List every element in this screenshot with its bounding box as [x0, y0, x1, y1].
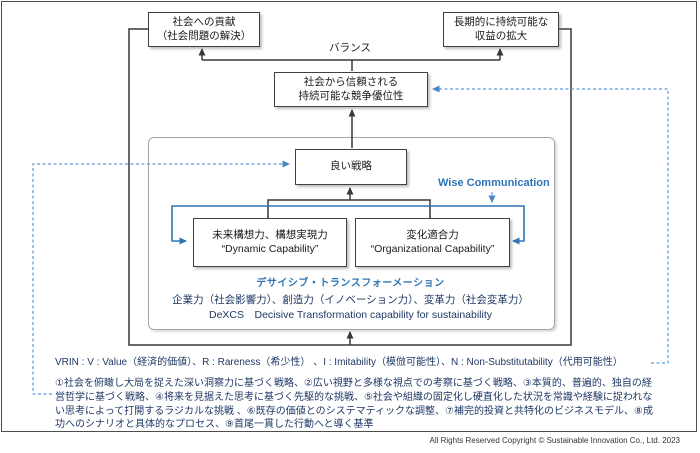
box-trusted-advantage-line2: 持続可能な競争優位性	[298, 89, 404, 102]
capability-bracket	[267, 199, 431, 218]
notes-to-strategy-dashed	[32, 160, 290, 395]
box-dynamic-capability-line1: 未来構想力、構想実現力	[212, 228, 328, 241]
decisive-transformation-forces: 企業力（社会影響力）、創造力（イノベーション力）、変革力（社会変革力）	[172, 294, 529, 306]
box-social-contribution-line1: 社会への貢献	[172, 15, 236, 28]
box-social-contribution-line2: （社会問題の解決）	[156, 29, 252, 42]
blue-loop-left	[171, 205, 350, 245]
box-sustainable-profit-line1: 長期的に持続可能な	[453, 15, 549, 28]
decisive-transformation-title: デサイシブ・トランスフォーメーション	[256, 278, 445, 289]
copyright-text: All Rights Reserved Copyright © Sustaina…	[429, 436, 680, 445]
box-sustainable-profit: 長期的に持続可能な 収益の拡大	[443, 12, 559, 47]
box-dynamic-capability-line2: “Dynamic Capability”	[221, 242, 319, 255]
box-organizational-capability: 変化適合力 “Organizational Capability”	[355, 218, 510, 267]
dexcs-definition: DeXCS Decisive Transformation capability…	[208, 309, 493, 321]
box-trusted-advantage-line1: 社会から信頼される	[303, 75, 399, 88]
blue-loop-right	[350, 205, 525, 245]
numbered-notes-paragraph: ①社会を俯瞰し大局を捉えた深い洞察力に基づく戦略、②広い視野と多様な視点での考察…	[55, 378, 653, 431]
balance-bracket	[202, 59, 500, 71]
box-dynamic-capability: 未来構想力、構想実現力 “Dynamic Capability”	[193, 218, 347, 267]
box-sustainable-profit-line2: 収益の拡大	[474, 29, 528, 42]
wise-communication-label: Wise Communication	[438, 177, 550, 189]
box-trusted-advantage: 社会から信頼される 持続可能な競争優位性	[274, 72, 428, 107]
box-social-contribution: 社会への貢献 （社会問題の解決）	[148, 12, 260, 47]
vrin-note: VRIN : V : Value（経済的価値）、R : Rareness（希少性…	[55, 357, 623, 368]
box-organizational-capability-line2: “Organizational Capability”	[370, 242, 495, 255]
box-good-strategy: 良い戦略	[295, 149, 407, 185]
box-good-strategy-label: 良い戦略	[330, 160, 372, 173]
box-organizational-capability-line1: 変化適合力	[406, 228, 459, 241]
balance-label: バランス	[329, 42, 371, 54]
vrin-to-trust-dashed	[432, 85, 669, 364]
